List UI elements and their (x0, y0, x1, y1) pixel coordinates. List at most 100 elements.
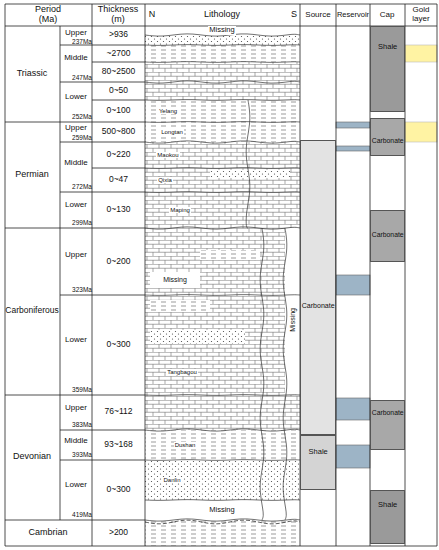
formation-boundary (145, 99, 300, 101)
thickness-value: 0~300 (107, 485, 131, 494)
grid-line (60, 142, 145, 143)
table-grid (5, 4, 437, 546)
period-label: Middle (64, 437, 88, 446)
grid-line (5, 4, 6, 546)
thickness-value: 93~168 (104, 440, 133, 449)
grid-line (5, 4, 437, 5)
grid-line (60, 82, 145, 83)
formation-boundary (145, 227, 300, 229)
rock-type-label: Carbonate (372, 409, 404, 417)
gold-layer-bar (405, 45, 437, 62)
unconformity (145, 520, 300, 524)
formation-boundary (145, 499, 300, 501)
grid-line (5, 520, 145, 521)
rock-lens (150, 300, 210, 312)
period-label: Lower (65, 336, 87, 345)
rock-type-label: Carbonate (302, 302, 335, 310)
grid-line (5, 122, 145, 123)
column-header: Reservoir (337, 11, 369, 19)
period-label: Triassic (17, 69, 48, 79)
cap-rock-box: Carbonate (370, 210, 405, 262)
reservoir-bar (336, 445, 370, 468)
column-header: Gold layer (406, 6, 436, 24)
period-label: 247Ma (72, 74, 92, 81)
period-label: 393Ma (72, 451, 92, 458)
missing-gap (285, 228, 300, 395)
grid-line (5, 395, 145, 396)
grid-line (92, 4, 93, 546)
formation-name: Danlin (162, 477, 181, 484)
thickness-value: 0~100 (107, 106, 131, 115)
thickness-value: 500~800 (102, 127, 135, 136)
missing-gap (145, 26, 300, 35)
formation-name: Qixia (157, 177, 173, 184)
thickness-value: 0~220 (107, 150, 131, 159)
formation-name: Tangbagou (166, 369, 198, 376)
thickness-value: 0~130 (107, 205, 131, 214)
period-label: Permian (15, 170, 49, 180)
formation-boundary (145, 394, 300, 396)
rock-layer (145, 62, 300, 82)
source-rock-box: Carbonate (300, 140, 336, 435)
period-label: 419Ma (72, 511, 92, 518)
cap-rock-box: Shale (370, 26, 405, 112)
formation-name: Dushan (174, 442, 197, 449)
cap-rock-box: Carbonate (370, 118, 405, 156)
source-rock-box: Shale (300, 435, 336, 490)
column-header: Cap (380, 11, 395, 20)
thickness-value: 0~47 (109, 175, 128, 184)
column-header: Period (Ma) (25, 5, 71, 25)
grid-line (60, 460, 145, 461)
grid-line (92, 62, 145, 63)
grid-line (60, 430, 145, 431)
period-label: 237Ma (72, 38, 92, 45)
rock-layer (145, 122, 300, 142)
column-header: Lithology (204, 10, 240, 20)
grid-line (437, 4, 438, 546)
formation-name: Maokou (156, 152, 179, 159)
reservoir-bar (336, 275, 370, 295)
formation-boundary (145, 121, 300, 123)
thickness-value: >200 (109, 528, 128, 537)
cap-rock-box: Shale (370, 490, 405, 544)
period-label: Middle (64, 159, 88, 168)
rock-layer (145, 100, 300, 122)
period-label: Devonian (13, 452, 51, 462)
column-header: N (149, 10, 156, 20)
rock-layer (145, 82, 300, 100)
missing-gap (145, 500, 300, 520)
period-label: Lower (65, 93, 87, 102)
thickness-value: >936 (109, 30, 128, 39)
rock-lens (210, 170, 290, 178)
rock-layer (145, 168, 300, 192)
rock-layer (145, 228, 300, 295)
rock-lens (200, 250, 260, 260)
cap-rock-box: Carbonate (370, 400, 405, 450)
rock-layer (145, 35, 300, 45)
period-label: 323Ma (72, 286, 92, 293)
period-label: Upper (65, 29, 87, 38)
reservoir-bar (336, 398, 370, 420)
period-label: 272Ma (72, 183, 92, 190)
formation-boundary (145, 141, 300, 143)
column-header: Source (305, 11, 330, 20)
rock-layer (145, 142, 300, 168)
rock-type-label: Carbonate (372, 137, 404, 145)
lithology-column (145, 26, 300, 546)
rock-lens (150, 330, 245, 344)
thickness-value: 80~2500 (102, 67, 135, 76)
grid-line (60, 192, 145, 193)
formation-boundary (145, 459, 300, 461)
rock-type-label: Shale (309, 448, 328, 456)
period-label: Cambrian (28, 528, 67, 538)
formation-boundary (145, 44, 300, 46)
missing-label: Missing (289, 307, 297, 333)
grid-line (60, 26, 61, 520)
grid-line (5, 228, 145, 229)
period-label: Middle (64, 54, 88, 63)
rock-layer (145, 395, 300, 430)
formation-boundary (145, 61, 300, 63)
thickness-value: 0~50 (109, 86, 128, 95)
reservoir-bar (336, 122, 370, 128)
